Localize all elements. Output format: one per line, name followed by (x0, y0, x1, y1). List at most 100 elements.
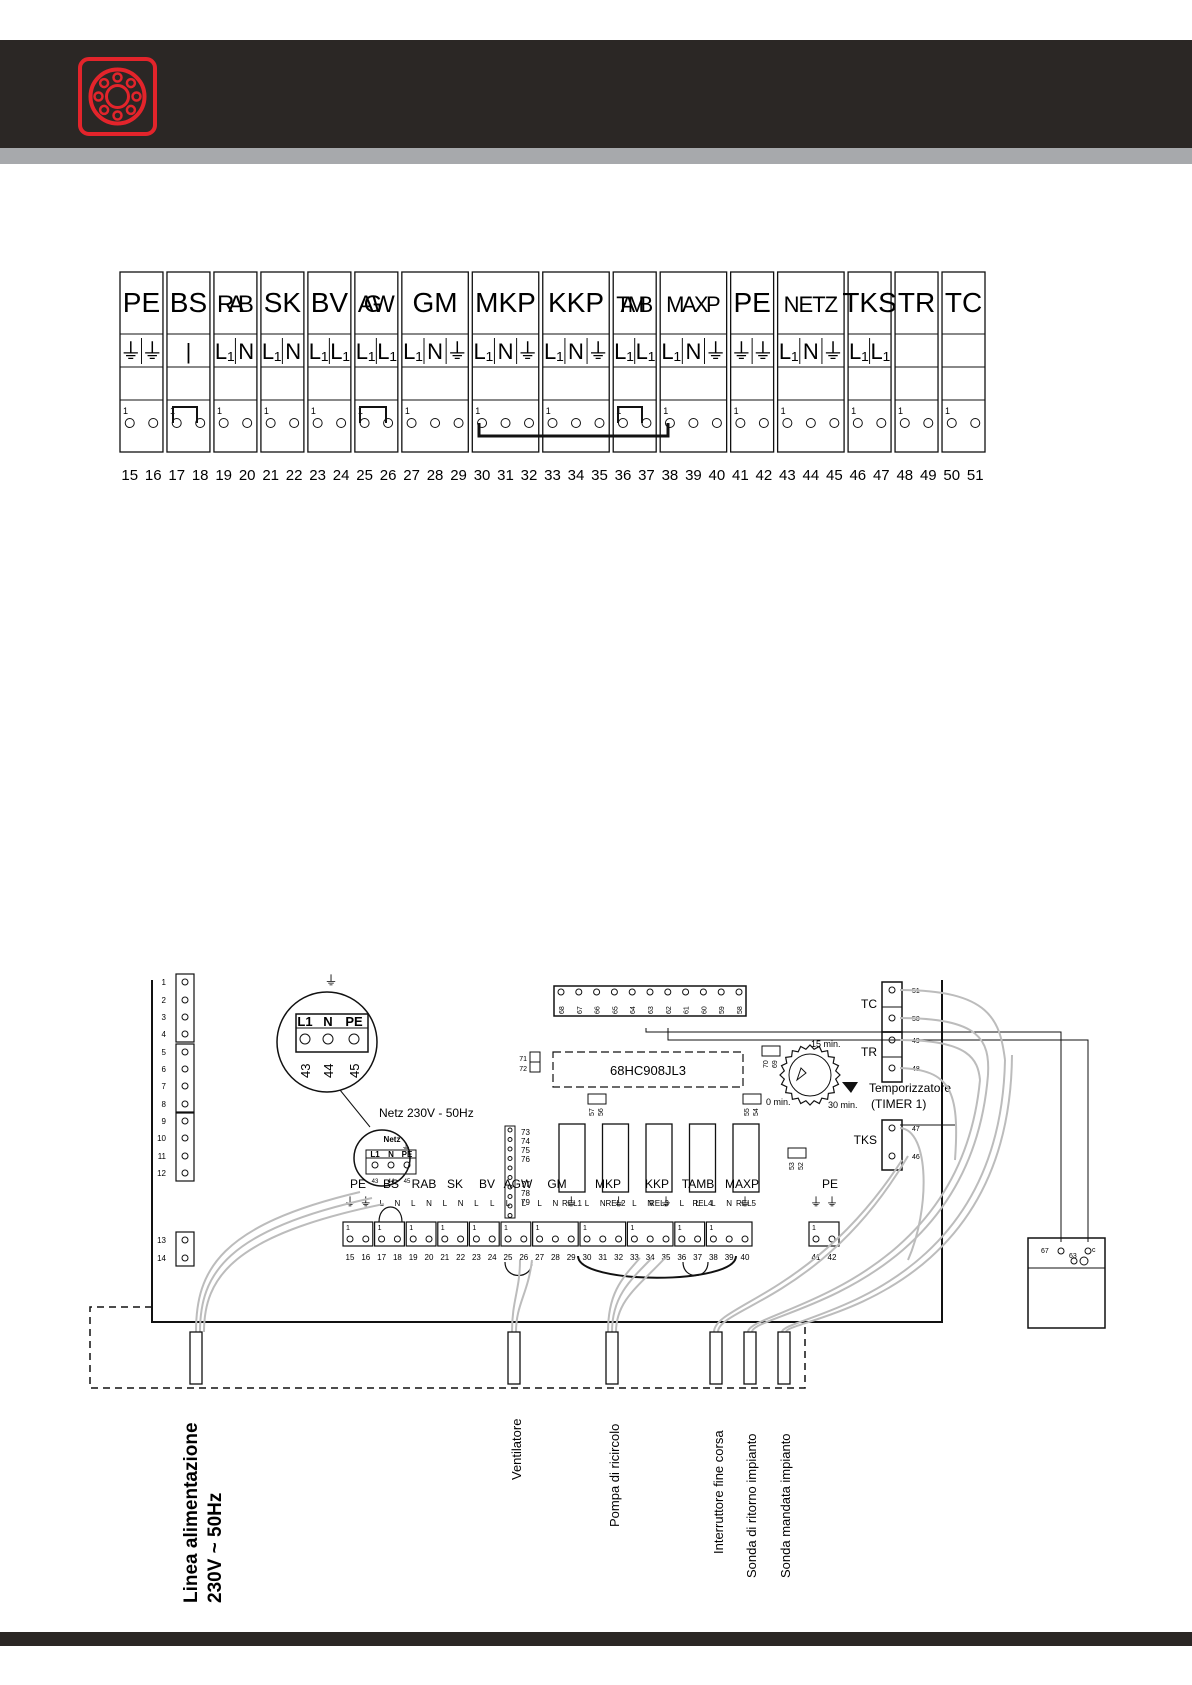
relay-label: REL5 (736, 1199, 757, 1208)
terminal-number: 44 (803, 467, 820, 484)
side-tc-label: TC (861, 997, 877, 1011)
top-connector-pin: 67 (577, 1006, 584, 1014)
cable-sleeve (777, 1331, 791, 1385)
terminal-number: 19 (215, 467, 232, 484)
terminal-group-tr: TR1 (894, 271, 939, 453)
svg-text:1: 1 (583, 1225, 587, 1232)
terminal-number: 16 (145, 467, 162, 484)
netz-caption: Netz 230V - 50Hz (379, 1106, 474, 1120)
bottom-group-label: RAB (412, 1177, 437, 1191)
terminal-symbol: N (238, 339, 254, 364)
terminal-number: 35 (591, 467, 608, 484)
bottom-terminal-number: 25 (504, 1253, 513, 1262)
svg-text:1: 1 (409, 1225, 413, 1232)
left-terminal-label: 10 (157, 1134, 166, 1143)
jumper-56: 56 (598, 1108, 605, 1116)
terminal-group-label: AGW (358, 291, 395, 318)
terminal-symbol: L₁ (330, 339, 350, 364)
timer-30-min: 30 min. (828, 1100, 858, 1110)
left-terminal-label: 4 (162, 1030, 167, 1039)
terminal-symbol: ⏚ (752, 339, 774, 364)
bottom-terminal-symbol: L (522, 1199, 527, 1208)
terminal-group-label: MKP (475, 287, 536, 318)
terminal-number: 36 (615, 467, 632, 484)
terminal-symbol: L₁ (309, 339, 329, 364)
wire-bundle (195, 989, 1013, 1333)
terminal-symbol: ⏚ (730, 339, 752, 364)
bottom-group-label: MKP (595, 1177, 621, 1191)
bottom-terminal-symbol: ⏚ (565, 1195, 577, 1209)
netz-zoom-l1: L1 (297, 1014, 312, 1029)
netz-small-45: 45 (404, 1179, 411, 1185)
terminal-group-label: TAMB (616, 292, 653, 317)
bottom-group-label: SK (447, 1177, 463, 1191)
left-terminal-label: 13 (157, 1236, 166, 1245)
svg-text:1: 1 (475, 406, 480, 416)
terminal-number: 22 (286, 467, 303, 484)
terminal-number: 46 (849, 467, 866, 484)
netz-small-title: Netz (384, 1135, 401, 1144)
relay-label: REL2 (605, 1199, 626, 1208)
earth-icon: ⏚ (324, 973, 337, 988)
left-terminal-label: 1 (162, 978, 167, 987)
cable-label: Sonda mandata impianto (778, 1433, 793, 1578)
left-terminal-label: 7 (162, 1082, 167, 1091)
svg-text:1: 1 (781, 406, 786, 416)
cable-label: 230V ~ 50Hz (205, 1493, 226, 1603)
bottom-group-label: BS (383, 1177, 399, 1191)
terminal-symbol: ⏚ (705, 339, 727, 364)
terminal-symbol: L₁ (474, 339, 494, 364)
terminal-group-label: MAXP (666, 292, 721, 317)
bottom-group-label: PE (822, 1177, 838, 1191)
netz-zoom-44: 44 (321, 1064, 336, 1078)
bottom-terminal-number: 18 (393, 1253, 402, 1262)
bottom-terminal-symbol: L (474, 1199, 479, 1208)
terminal-symbol: ⏚ (822, 339, 844, 364)
jumper-36-37 (617, 406, 643, 423)
terminal-number: 51 (967, 467, 984, 484)
top-connector-pin: 66 (595, 1006, 602, 1014)
top-connector-pin: 61 (684, 1006, 691, 1014)
relay (732, 1123, 760, 1193)
netz-small-l1: L1 (370, 1150, 380, 1159)
ext-67: 67 (1041, 1248, 1049, 1255)
bottom-terminal-number: 27 (535, 1253, 544, 1262)
jumper-57: 57 (589, 1108, 596, 1116)
relay (558, 1123, 586, 1193)
bottom-terminal-number: 37 (693, 1253, 702, 1262)
cable-label: Pompa di ricircolo (607, 1424, 622, 1527)
bottom-terminal-symbol: L (490, 1199, 495, 1208)
bottom-group-label: GM (547, 1177, 566, 1191)
svg-text:1: 1 (812, 1225, 816, 1232)
bottom-terminal-symbol: L (711, 1199, 716, 1208)
timer-arrow-icon (842, 1082, 858, 1093)
side-46: 46 (912, 1154, 920, 1161)
jumper-25-26 (359, 406, 387, 423)
bottom-terminal-number: 16 (361, 1253, 370, 1262)
terminal-group-label: TC (945, 287, 982, 318)
pin-column-label: 77 (521, 1180, 530, 1189)
cable-sleeve (743, 1331, 757, 1385)
svg-text:1: 1 (536, 1225, 540, 1232)
terminal-number: 21 (262, 467, 279, 484)
netz-small-n: N (388, 1150, 394, 1159)
bottom-terminal-symbol: N (647, 1199, 653, 1208)
terminal-symbol: N (427, 339, 443, 364)
bottom-group-label: PE (350, 1177, 366, 1191)
top-connector-pin: 65 (612, 1006, 619, 1014)
bottom-terminal-symbol: ⏚ (613, 1195, 625, 1209)
jumper-71: 71 (519, 1056, 527, 1063)
netz-small-pe: PE (402, 1150, 413, 1159)
terminal-symbol: ⏚ (517, 339, 539, 364)
svg-text:1: 1 (504, 1225, 508, 1232)
netz-zoom-circle (276, 991, 378, 1093)
